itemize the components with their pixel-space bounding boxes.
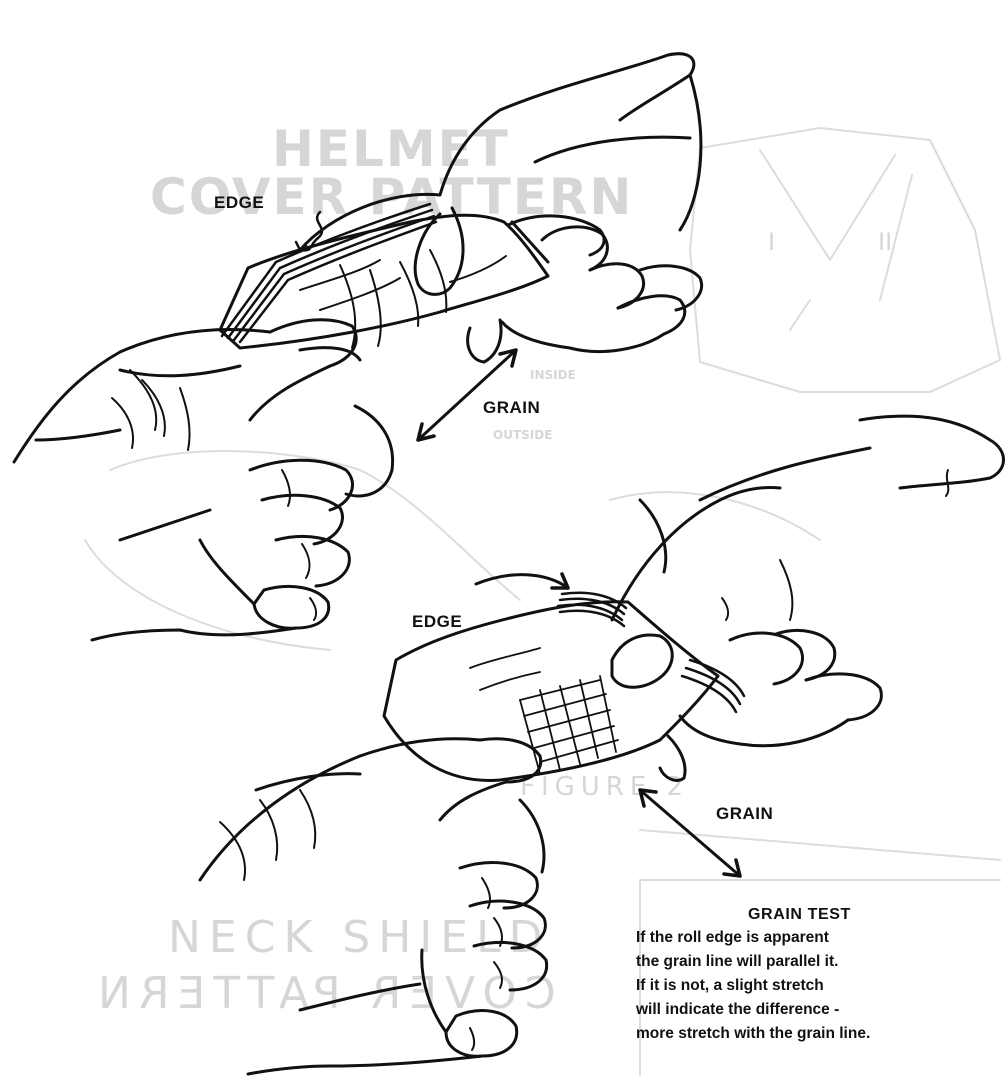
grain-label-bottom: GRAIN — [716, 804, 773, 824]
top-hands-illustration — [14, 54, 702, 640]
caption-body: If the roll edge is apparent the grain l… — [636, 926, 1008, 1046]
caption-line: more stretch with the grain line. — [636, 1022, 1008, 1046]
grain-test-caption: GRAIN TEST If the roll edge is apparent … — [636, 906, 1008, 1046]
caption-title: GRAIN TEST — [636, 906, 1008, 924]
edge-label-top: EDGE — [214, 193, 264, 213]
caption-line: the grain line will parallel it. — [636, 950, 1008, 974]
caption-line: If it is not, a slight stretch — [636, 974, 1008, 998]
edge-label-bottom: EDGE — [412, 612, 462, 632]
caption-line: will indicate the difference - — [636, 998, 1008, 1022]
caption-line: If the roll edge is apparent — [636, 926, 1008, 950]
grain-label-top: GRAIN — [483, 398, 540, 418]
